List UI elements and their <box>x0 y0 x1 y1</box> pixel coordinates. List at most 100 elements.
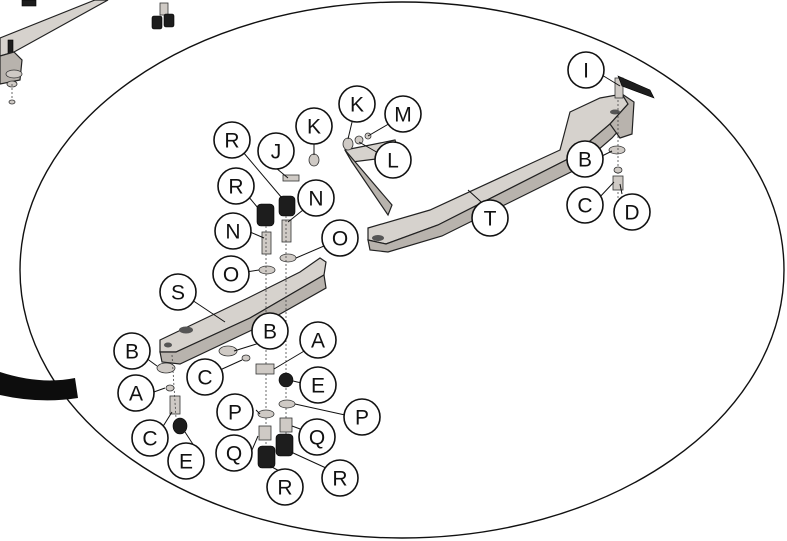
callout-circle <box>131 419 169 457</box>
callout-b: B <box>113 332 151 370</box>
callout-circle <box>217 167 255 205</box>
callout-l: L <box>374 141 412 179</box>
callout-circle <box>567 51 605 89</box>
callout-letter: A <box>311 330 325 353</box>
callout-c: C <box>131 419 169 457</box>
callout-letter: L <box>387 150 399 173</box>
callout-d: D <box>613 193 651 231</box>
callout-circle <box>214 212 252 250</box>
callout-a: A <box>299 321 337 359</box>
callout-a: A <box>117 374 155 412</box>
callout-letter: S <box>171 282 185 305</box>
callout-circle <box>343 398 381 436</box>
callout-circle <box>321 459 359 497</box>
callout-letter: T <box>484 208 497 231</box>
bracket-s <box>159 257 327 365</box>
callout-s: S <box>159 273 197 311</box>
callout-letter: R <box>277 477 292 500</box>
leader-lines <box>145 71 623 475</box>
callout-letter: B <box>263 321 277 344</box>
callout-letter: K <box>350 94 364 117</box>
callout-circle <box>212 255 250 293</box>
callout-letter: Q <box>309 427 325 450</box>
callout-letter: J <box>271 141 282 164</box>
callout-circle <box>251 312 289 350</box>
callout-letter: D <box>624 202 639 225</box>
callout-circle <box>295 107 333 145</box>
callout-circle <box>566 186 604 224</box>
hardware <box>156 75 655 469</box>
callout-o: O <box>212 255 250 293</box>
callout-letter: B <box>125 341 139 364</box>
callout-circle <box>213 121 251 159</box>
callout-q: Q <box>215 434 253 472</box>
callout-circle <box>338 85 376 123</box>
callout-i: I <box>567 51 605 89</box>
callout-p: P <box>216 393 254 431</box>
callout-circle <box>117 374 155 412</box>
callout-letter: O <box>223 264 239 287</box>
callout-letter: C <box>577 195 592 218</box>
callout-letter: N <box>225 221 240 244</box>
callout-r: R <box>321 459 359 497</box>
callout-letter: C <box>197 367 212 390</box>
callout-p: P <box>343 398 381 436</box>
callout-circle <box>321 219 359 257</box>
callout-circle <box>266 468 304 506</box>
callout-letter: I <box>583 60 589 83</box>
callout-circle <box>471 199 509 237</box>
callout-circle <box>113 332 151 370</box>
callout-circle <box>566 140 604 178</box>
callout-t: T <box>471 199 509 237</box>
cable <box>0 372 78 401</box>
callout-j: J <box>257 132 295 170</box>
callout-b: B <box>566 140 604 178</box>
callout-circle <box>215 434 253 472</box>
callout-r: R <box>217 167 255 205</box>
callout-o: O <box>321 219 359 257</box>
bracket-t <box>344 93 635 253</box>
callout-circle <box>167 442 205 480</box>
callout-letter: A <box>129 383 143 406</box>
callout-letter: R <box>224 130 239 153</box>
callout-circle <box>613 193 651 231</box>
callout-n: N <box>214 212 252 250</box>
callout-letter: M <box>394 104 412 127</box>
callout-circle <box>216 393 254 431</box>
callout-letter: O <box>332 228 348 251</box>
callout-circle <box>374 141 412 179</box>
callout-circle <box>299 321 337 359</box>
callout-e: E <box>167 442 205 480</box>
callout-n: N <box>297 179 335 217</box>
callout-circle <box>159 273 197 311</box>
callout-letter: P <box>355 407 369 430</box>
callout-b: B <box>251 312 289 350</box>
callout-circle <box>299 366 337 404</box>
callout-c: C <box>186 358 224 396</box>
callout-letter: P <box>228 402 242 425</box>
detail-ellipse <box>19 1 785 539</box>
callout-letter: E <box>179 451 193 474</box>
callout-m: M <box>384 95 422 133</box>
callout-c: C <box>566 186 604 224</box>
callout-letter: R <box>332 468 347 491</box>
callout-letter: K <box>307 116 321 139</box>
callout-e: E <box>299 366 337 404</box>
callout-r: R <box>266 468 304 506</box>
callout-letter: R <box>228 176 243 199</box>
callout-q: Q <box>298 418 336 456</box>
callout-circle <box>298 418 336 456</box>
callout-letter: N <box>308 188 323 211</box>
callout-r: R <box>213 121 251 159</box>
callout-letter: Q <box>226 443 242 466</box>
callout-letter: B <box>578 149 592 172</box>
callout-k: K <box>295 107 333 145</box>
callout-circle <box>297 179 335 217</box>
callout-circle <box>257 132 295 170</box>
callout-letter: C <box>142 428 157 451</box>
callout-circle <box>186 358 224 396</box>
callout-k: K <box>338 85 376 123</box>
callout-letter: E <box>311 375 325 398</box>
